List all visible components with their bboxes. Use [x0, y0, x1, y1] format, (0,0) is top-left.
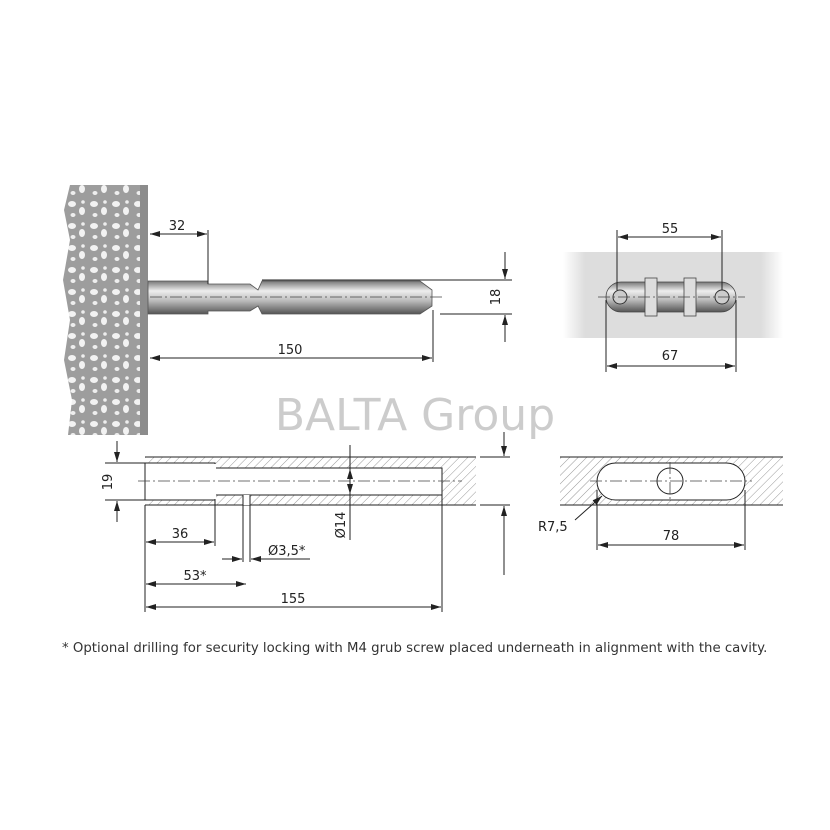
locking-hole [243, 495, 250, 505]
dim-bore-depth-label: 36 [172, 527, 189, 542]
dim-insert-label: 32 [169, 219, 186, 234]
dim-bore-inner-label: Ø14 [334, 512, 349, 539]
slot-view: R7,5 78 [538, 456, 783, 550]
top-view: 55 67 [563, 222, 783, 372]
dim-hole-dia-label: Ø3,5* [268, 544, 306, 559]
dim-length-label: 150 [278, 343, 303, 358]
dim-diameter-label: 18 [489, 289, 504, 306]
section-view: 19 Ø14 36 Ø3,5* 53* 155 [101, 432, 510, 612]
bore-small [214, 467, 443, 496]
pin [147, 280, 433, 315]
dim-hole-pos-label: 53* [183, 569, 207, 584]
dim-inner-label: 55 [662, 222, 679, 237]
watermark: BALTA Group [275, 390, 555, 441]
side-view: 32 150 18 [63, 185, 512, 435]
dim-outer-label: 67 [662, 349, 679, 364]
wall [63, 185, 145, 435]
dim-total-label: 155 [281, 592, 306, 607]
wall-face [140, 185, 148, 435]
dim-bore-outer-label: 19 [101, 474, 116, 491]
dim-slot-length-label: 78 [663, 529, 680, 544]
dim-radius-label: R7,5 [538, 520, 568, 535]
footnote: * Optional drilling for security locking… [62, 641, 768, 656]
